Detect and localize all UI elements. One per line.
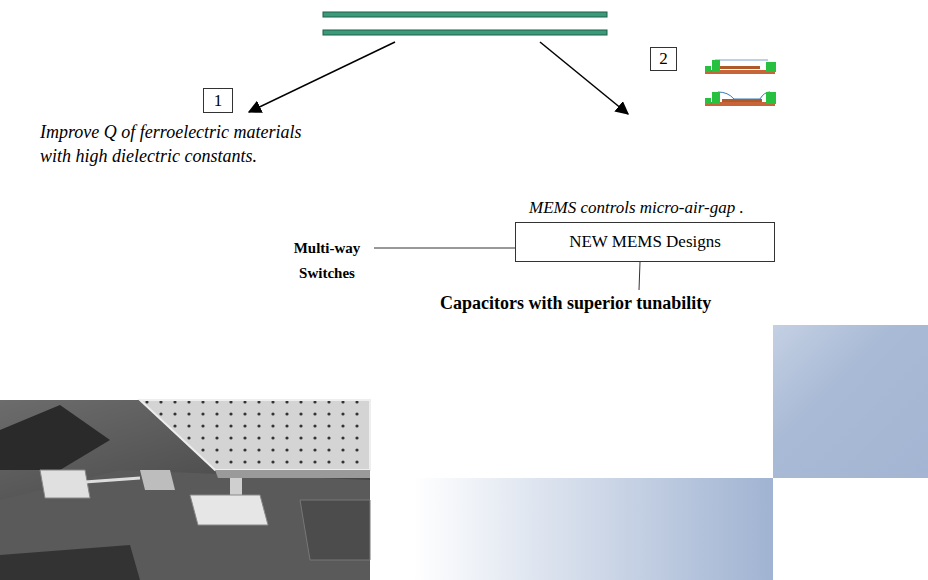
part-label: Multi-way Switches	[294, 240, 361, 281]
capacitor-plate	[323, 30, 607, 35]
branch-arrow	[540, 42, 628, 114]
process-box: NEW MEMS Designs	[515, 222, 775, 262]
mems-cross-section	[705, 92, 776, 106]
decor-bar	[413, 478, 773, 580]
leader-line	[374, 248, 515, 249]
callout-number: 2	[659, 49, 668, 69]
callout-number: 1	[214, 91, 223, 111]
box-title: NEW MEMS Designs	[569, 232, 721, 252]
mems-cross-section	[705, 60, 776, 74]
note-text: Improve Q of ferroelectric materials wit…	[40, 120, 325, 168]
capacitor-plate	[323, 12, 607, 17]
callout-box: 1	[203, 88, 233, 113]
note-text: Improve Q of ferroelectric materials wit…	[40, 122, 302, 166]
callout-box: 2	[650, 47, 677, 71]
sem-photo	[0, 400, 370, 580]
decor-square	[773, 325, 928, 478]
branch-arrow	[249, 42, 395, 112]
part-label: Capacitors with superior tunability	[440, 293, 711, 313]
part-label: Multi-way Switches	[283, 236, 371, 286]
note-text: MEMS controls micro-air-gap .	[529, 197, 744, 219]
leader-line	[639, 262, 640, 290]
note-text: MEMS controls micro-air-gap .	[529, 198, 744, 217]
part-label: Capacitors with superior tunability	[440, 292, 711, 314]
